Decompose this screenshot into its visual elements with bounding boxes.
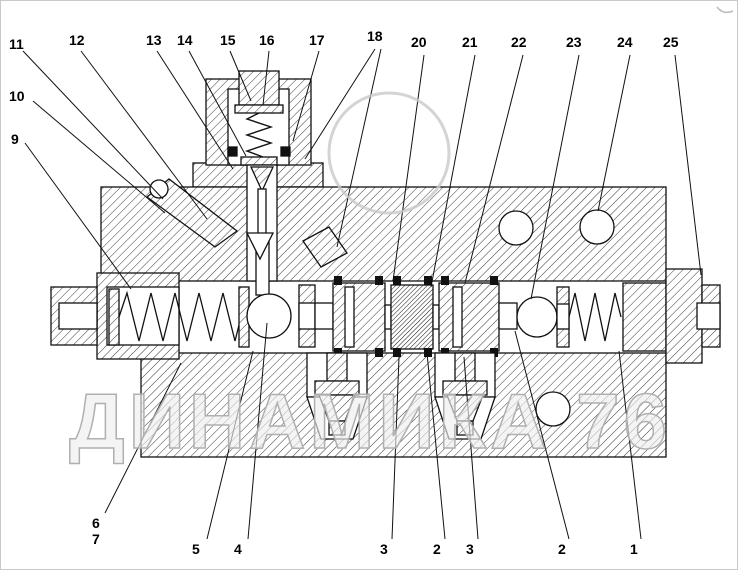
leader-12 bbox=[80, 50, 208, 220]
body-port-hole bbox=[579, 209, 615, 245]
callout-1: 1 bbox=[630, 541, 638, 557]
watermark: ДИНАМИКА 76 bbox=[68, 6, 734, 466]
poppet-valve-right bbox=[434, 352, 496, 440]
leader-25 bbox=[674, 54, 702, 276]
seat-bore bbox=[298, 302, 316, 330]
land-groove bbox=[344, 286, 355, 348]
right-plug bbox=[622, 282, 667, 352]
leader-4 bbox=[247, 322, 268, 540]
right-spring bbox=[568, 292, 622, 342]
relief-spring bbox=[244, 112, 274, 158]
callout-7: 7 bbox=[92, 531, 100, 547]
land-groove bbox=[452, 286, 463, 348]
leader-21 bbox=[430, 54, 476, 288]
right-end-cap bbox=[665, 268, 721, 364]
leader-15 bbox=[229, 50, 252, 102]
seat-bore bbox=[556, 303, 570, 330]
spring-seat bbox=[240, 156, 278, 166]
watermark-circle bbox=[327, 91, 451, 215]
leader-24 bbox=[597, 54, 631, 212]
leader-20 bbox=[392, 54, 425, 282]
callout-15: 15 bbox=[220, 32, 236, 48]
callout-12: 12 bbox=[69, 32, 85, 48]
callout-5: 5 bbox=[192, 541, 200, 557]
leader-13 bbox=[156, 50, 234, 170]
callout-13: 13 bbox=[146, 32, 162, 48]
callout-16: 16 bbox=[259, 32, 275, 48]
leader-6-7 bbox=[104, 362, 182, 514]
center-spacer bbox=[390, 284, 434, 350]
lever-roller bbox=[149, 179, 169, 199]
callout-22: 22 bbox=[511, 34, 527, 50]
leader-lines bbox=[22, 48, 702, 540]
relief-stem bbox=[257, 188, 267, 236]
spool-rod bbox=[432, 304, 440, 330]
spool-land-left bbox=[332, 282, 386, 352]
poppet-valve-left bbox=[306, 352, 368, 440]
callout-11: 11 bbox=[9, 36, 24, 52]
watermark-mark bbox=[716, 6, 734, 14]
callout-4: 4 bbox=[234, 541, 242, 557]
callout-24: 24 bbox=[617, 34, 633, 50]
callout-3-a: 3 bbox=[380, 541, 388, 557]
seal-ring bbox=[227, 146, 238, 157]
spool-land-right bbox=[438, 282, 500, 352]
watermark-text: ДИНАМИКА 76 bbox=[69, 377, 671, 465]
leader-9 bbox=[24, 142, 132, 290]
leader-2a bbox=[426, 352, 446, 540]
leader-10 bbox=[32, 100, 166, 214]
valve-body bbox=[50, 70, 721, 458]
right-check-ball bbox=[516, 296, 558, 338]
relief-poppet-cone bbox=[249, 166, 275, 193]
pusher-cone bbox=[245, 232, 275, 261]
leader-3a bbox=[391, 356, 400, 540]
leader-14 bbox=[188, 50, 247, 157]
body-port-hole bbox=[498, 210, 534, 246]
callout-9: 9 bbox=[11, 131, 19, 147]
callout-25: 25 bbox=[663, 34, 679, 50]
left-check-ball bbox=[246, 293, 292, 339]
leader-22 bbox=[464, 54, 524, 284]
leader-1 bbox=[618, 350, 642, 540]
spool-rod bbox=[498, 302, 518, 330]
leader-23 bbox=[530, 54, 580, 300]
seal-ring bbox=[280, 146, 291, 157]
callout-6: 6 bbox=[92, 515, 100, 531]
relief-valve bbox=[205, 70, 312, 166]
leader-16 bbox=[262, 50, 270, 106]
callout-17: 17 bbox=[309, 32, 325, 48]
lower-body bbox=[140, 352, 667, 458]
callout-21: 21 bbox=[462, 34, 478, 50]
callout-23: 23 bbox=[566, 34, 582, 50]
body-port-hole bbox=[535, 391, 571, 427]
callout-20: 20 bbox=[411, 34, 427, 50]
angled-fitting bbox=[302, 226, 348, 268]
leader-18a bbox=[304, 48, 376, 160]
callout-18: 18 bbox=[367, 28, 383, 44]
spring-washer bbox=[234, 104, 284, 114]
spool-rod bbox=[384, 304, 392, 330]
spool-rod bbox=[314, 302, 334, 330]
callout-3-b: 3 bbox=[466, 541, 474, 557]
leader-3b bbox=[463, 356, 479, 540]
callout-2-b: 2 bbox=[558, 541, 566, 557]
leader-17 bbox=[292, 50, 320, 142]
leader-2b bbox=[514, 330, 570, 540]
callout-2-a: 2 bbox=[433, 541, 441, 557]
callout-10: 10 bbox=[9, 88, 25, 104]
leader-5 bbox=[206, 350, 254, 540]
leader-11 bbox=[22, 50, 164, 200]
callout-14: 14 bbox=[177, 32, 193, 48]
leader-18b bbox=[336, 48, 382, 248]
